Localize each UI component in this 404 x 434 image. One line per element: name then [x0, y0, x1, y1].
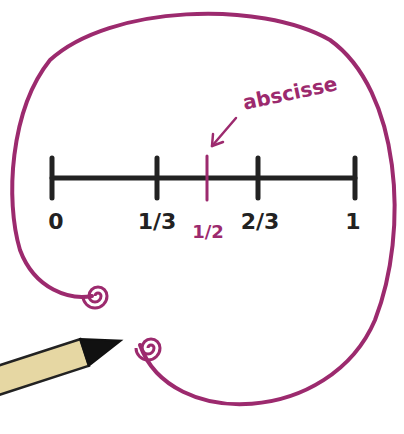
tick-label: 1 — [345, 210, 360, 234]
tick-label: 2/3 — [241, 210, 280, 234]
spiral — [83, 287, 107, 308]
spiral — [136, 339, 160, 360]
tick-label: 0 — [48, 210, 63, 234]
tick-label: 1/3 — [138, 210, 177, 234]
pencil — [0, 327, 125, 402]
axis-label: abscisse — [241, 72, 339, 113]
leader-arrow — [212, 118, 236, 146]
number-line — [52, 156, 355, 200]
tick-label: 1/2 — [192, 222, 224, 242]
